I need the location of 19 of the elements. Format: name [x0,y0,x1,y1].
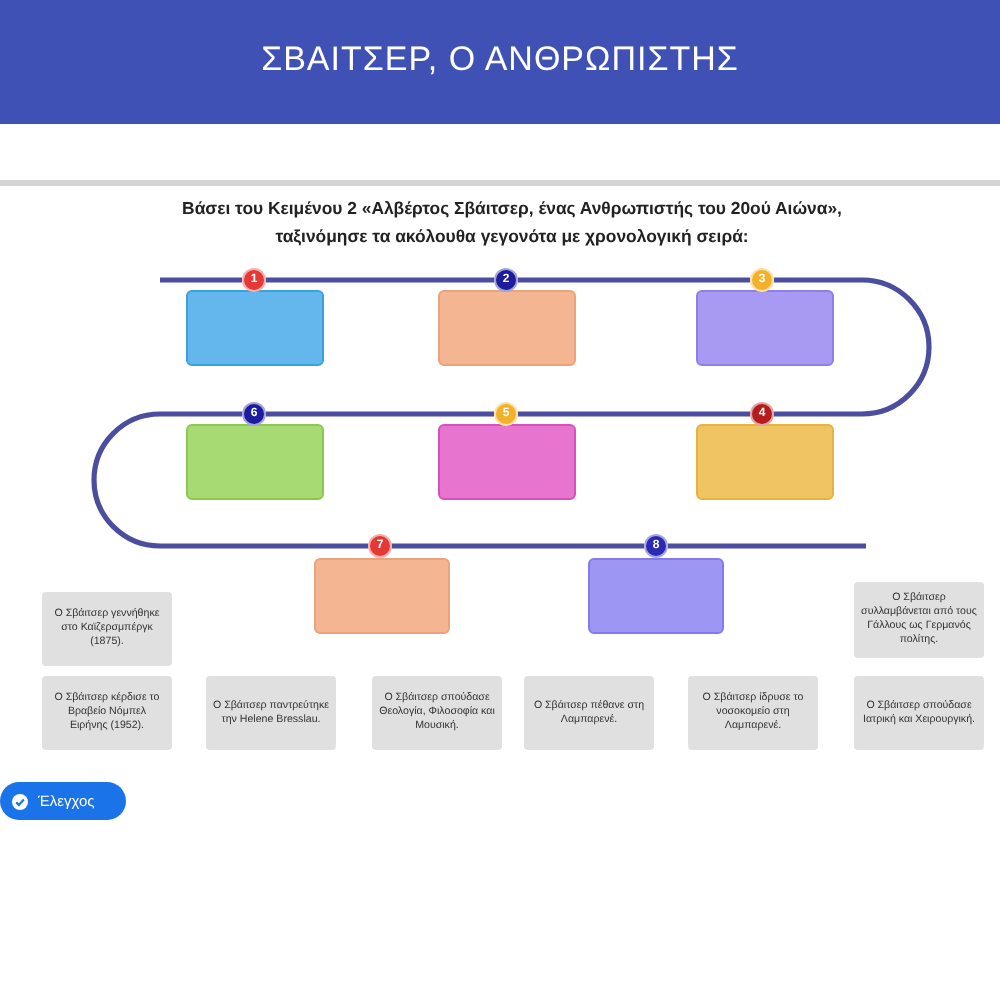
drop-zone [438,424,576,500]
drop-zone [186,424,324,500]
timeline-track [392,543,644,549]
drop-zone [186,290,324,366]
drop-zone [314,558,450,634]
drop-zone [588,558,724,634]
timeline-track [774,277,932,417]
drop-zone [696,424,834,500]
drop-zone [696,290,834,366]
timeline-track [518,277,750,283]
instruction-text: Βάσει του Κειμένου 2 «Αλβέρτος Σβάιτσερ, ένας Ανθρωπιστής του 20ού Αιώνα», ταξινόμησε τα ακόλουθα γεγονότα με χρονολογική σειρά: [180,196,844,250]
drop-zone [438,290,576,366]
timeline-track [668,543,866,549]
timeline-track [266,411,494,417]
timeline-track [266,277,494,283]
timeline-track [518,411,750,417]
timeline-track [91,411,368,549]
timeline-track [160,277,242,283]
page-title: ΣΒΑΙΤΣΕΡ, Ο ΑΝΘΡΩΠΙΣΤΗΣ [259,40,741,80]
